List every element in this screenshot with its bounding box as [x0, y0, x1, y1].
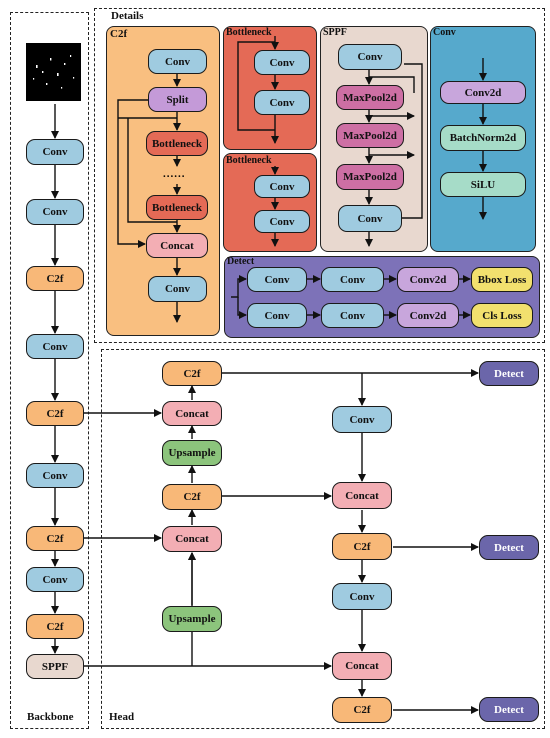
- head-section: [101, 349, 545, 729]
- head-concat-r2: Concat: [332, 652, 392, 680]
- head-concat-2: Concat: [162, 526, 222, 552]
- head-c2f-mid: C2f: [162, 484, 222, 510]
- backbone-c2f-1: C2f: [26, 266, 84, 291]
- c2f-detail-ellipsis: ......: [163, 168, 186, 180]
- c2f-detail-split: Split: [148, 87, 207, 112]
- head-conv-r1: Conv: [332, 406, 392, 433]
- head-upsample-1: Upsample: [162, 440, 222, 466]
- detect-detail-conv-1a: Conv: [247, 267, 307, 292]
- detect-detail-conv2d-1: Conv2d: [397, 267, 459, 292]
- backbone-conv-2: Conv: [26, 199, 84, 225]
- detect-detail-conv2d-2: Conv2d: [397, 303, 459, 328]
- backbone-conv-4: Conv: [26, 463, 84, 488]
- head-concat-r1: Concat: [332, 482, 392, 509]
- head-title: Head: [109, 711, 135, 723]
- c2f-detail-conv-out: Conv: [148, 276, 207, 302]
- head-c2f-r1: C2f: [332, 533, 392, 560]
- bottleneck-b-panel-title: Bottleneck: [226, 155, 272, 166]
- head-c2f-top: C2f: [162, 361, 222, 386]
- details-section: [94, 8, 545, 343]
- detect-detail-cls-loss: Cls Loss: [471, 303, 533, 328]
- head-upsample-2: Upsample: [162, 606, 222, 632]
- conv-detail-batchnorm: BatchNorm2d: [440, 125, 526, 151]
- backbone-conv-1: Conv: [26, 139, 84, 165]
- sppf-detail-conv-out: Conv: [338, 205, 402, 232]
- backbone-section: [10, 12, 89, 729]
- details-title: Details: [111, 10, 144, 22]
- c2f-panel-title: C2f: [110, 28, 128, 40]
- backbone-c2f-4: C2f: [26, 614, 84, 639]
- bottleneck-a-conv-1: Conv: [254, 50, 310, 75]
- conv-detail-conv2d: Conv2d: [440, 81, 526, 104]
- backbone-conv-3: Conv: [26, 334, 84, 359]
- detect-detail-bbox-loss: Bbox Loss: [471, 267, 533, 292]
- c2f-detail-bottleneck-2: Bottleneck: [146, 195, 208, 220]
- head-detect-3: Detect: [479, 697, 539, 722]
- backbone-title: Backbone: [27, 711, 74, 723]
- bottleneck-b-conv-1: Conv: [254, 175, 310, 198]
- sppf-detail-maxpool-3: MaxPool2d: [336, 164, 404, 190]
- c2f-detail-bottleneck-1: Bottleneck: [146, 131, 208, 156]
- sppf-detail-maxpool-1: MaxPool2d: [336, 85, 404, 110]
- c2f-detail-concat: Concat: [146, 233, 208, 258]
- sppf-detail-conv-in: Conv: [338, 44, 402, 70]
- detect-detail-conv-2a: Conv: [247, 303, 307, 328]
- detect-panel-title: Detect: [227, 256, 255, 267]
- head-c2f-r2: C2f: [332, 697, 392, 723]
- backbone-c2f-2: C2f: [26, 401, 84, 426]
- input-image: [26, 43, 81, 101]
- detect-detail-conv-2b: Conv: [321, 303, 384, 328]
- bottleneck-a-conv-2: Conv: [254, 90, 310, 115]
- head-conv-r2: Conv: [332, 583, 392, 610]
- backbone-conv-5: Conv: [26, 567, 84, 592]
- head-concat-1: Concat: [162, 401, 222, 426]
- bottleneck-a-panel-title: Bottleneck: [226, 27, 272, 38]
- sppf-panel-title: SPPF: [323, 27, 347, 38]
- backbone-sppf: SPPF: [26, 654, 84, 679]
- bottleneck-detail-panel-b: [223, 153, 317, 252]
- sppf-detail-maxpool-2: MaxPool2d: [336, 123, 404, 148]
- bottleneck-b-conv-2: Conv: [254, 210, 310, 233]
- c2f-detail-conv-in: Conv: [148, 49, 207, 74]
- conv-panel-title: Conv: [433, 27, 456, 38]
- detect-detail-conv-1b: Conv: [321, 267, 384, 292]
- head-detect-2: Detect: [479, 535, 539, 560]
- conv-detail-silu: SiLU: [440, 172, 526, 197]
- head-detect-1: Detect: [479, 361, 539, 386]
- backbone-c2f-3: C2f: [26, 526, 84, 551]
